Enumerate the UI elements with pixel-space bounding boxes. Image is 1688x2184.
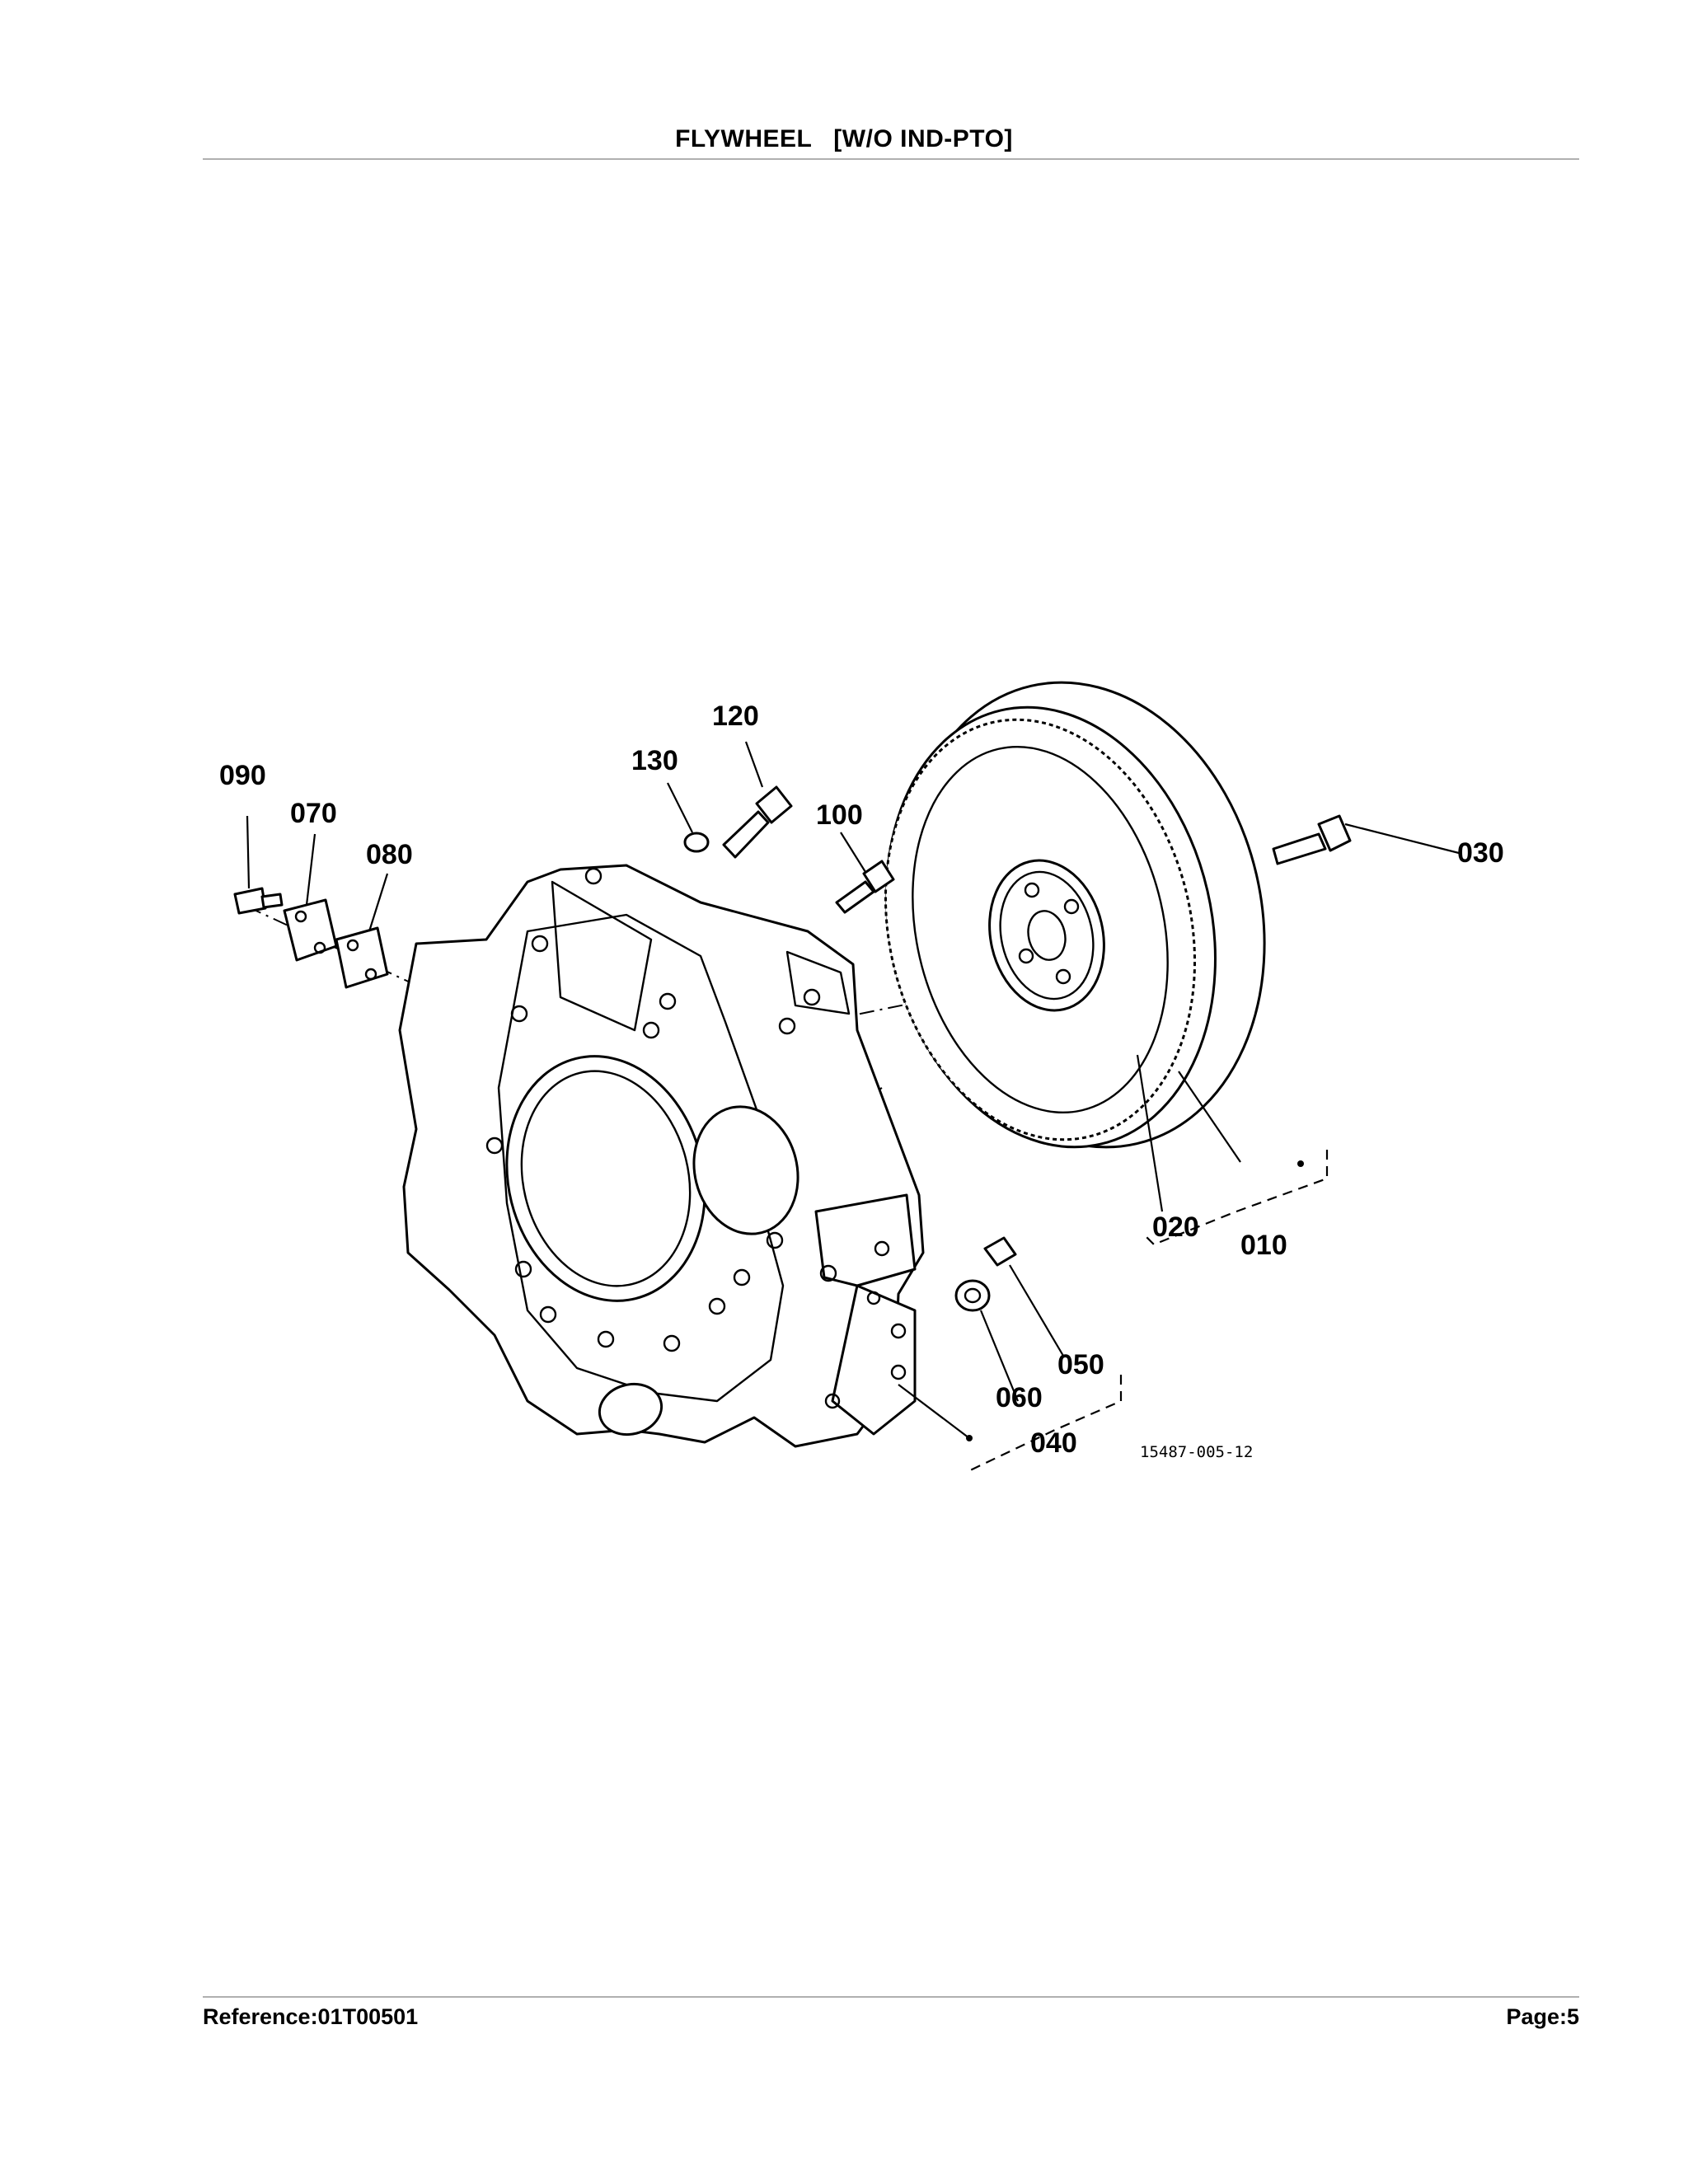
part-080-gasket: [335, 926, 389, 989]
header-rule: [203, 158, 1579, 160]
leader-lines: [246, 741, 1460, 1439]
part-090-fitting: [233, 887, 284, 915]
page-title: FLYWHEEL [W/O IND-PTO]: [675, 125, 1013, 152]
callout-020: 020: [1152, 1212, 1199, 1243]
footer-reference: Reference:01T00501: [203, 2004, 419, 2029]
drawing-code: 15487-005-12: [1140, 1443, 1253, 1461]
assembly-brackets: [966, 1150, 1329, 1472]
housing-bolt-holes: [485, 867, 907, 1409]
part-050-pin: [983, 1236, 1017, 1267]
part-100-bolt: [835, 860, 895, 914]
callout-090: 090: [219, 760, 266, 791]
callout-010: 010: [1240, 1230, 1287, 1261]
callout-040: 040: [1030, 1427, 1077, 1459]
callout-070: 070: [290, 798, 337, 829]
callout-030: 030: [1457, 837, 1504, 869]
part-130-washer: [683, 832, 710, 853]
callout-labels: 090 070 080 130 120 100 030 020 010 050 …: [219, 701, 1504, 1461]
callout-130: 130: [631, 745, 678, 776]
callout-050: 050: [1057, 1349, 1104, 1380]
callout-060: 060: [996, 1382, 1043, 1413]
part-060-plug: [954, 1279, 991, 1312]
part-070-cover: [283, 898, 338, 962]
callout-100: 100: [816, 799, 863, 831]
footer-page-number: Page:5: [1506, 2004, 1579, 2029]
flywheel-housing: [398, 864, 925, 1448]
flywheel: [884, 681, 1266, 1149]
part-030-bolt: [1272, 814, 1352, 865]
part-120-bolt: [722, 785, 793, 859]
callout-120: 120: [712, 701, 759, 732]
callout-080: 080: [366, 839, 413, 870]
footer-rule: [203, 1996, 1579, 1998]
